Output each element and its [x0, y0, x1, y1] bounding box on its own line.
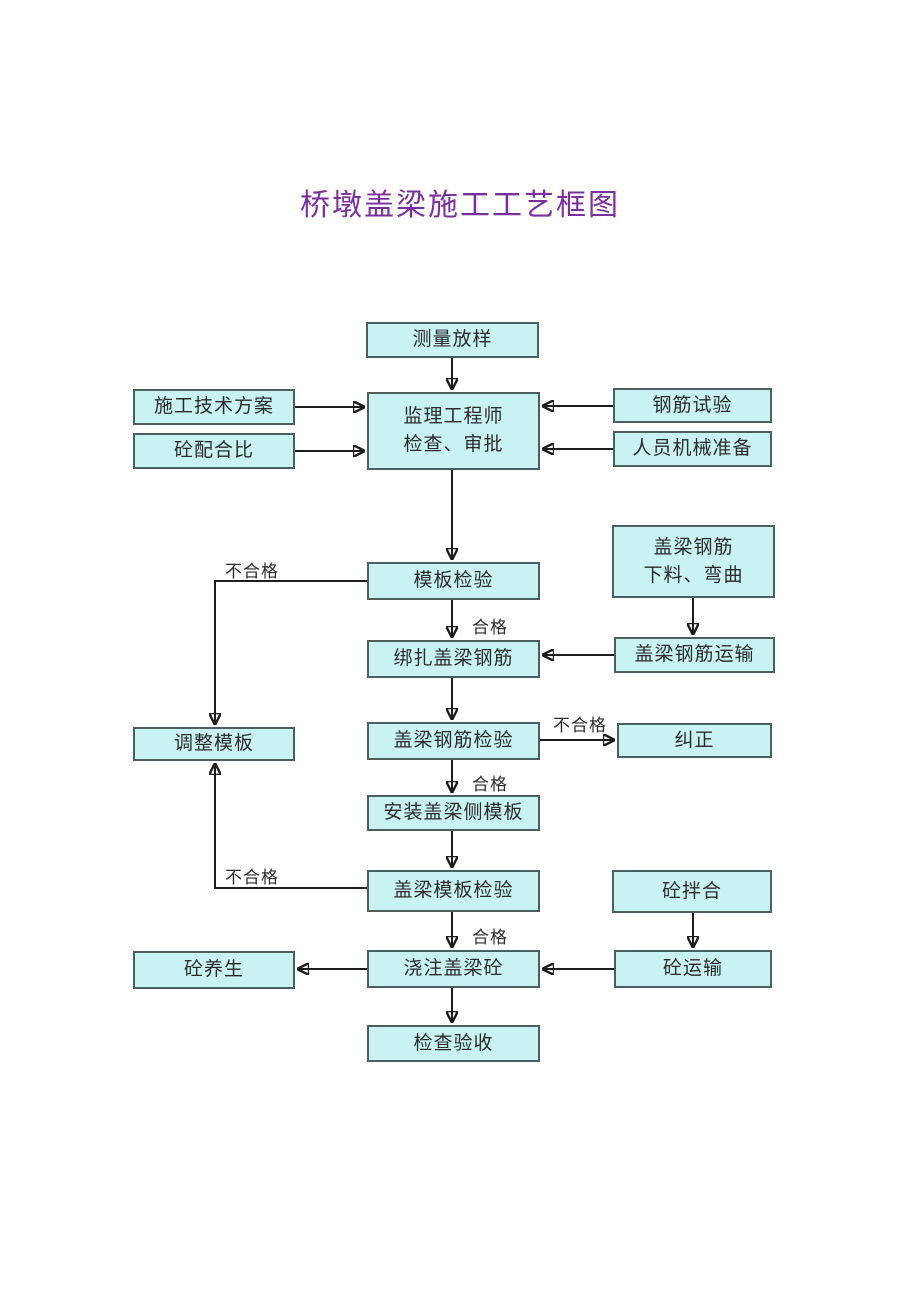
node-concrete-mix-ratio: 砼配合比: [133, 433, 295, 469]
node-construction-plan-label: 施工技术方案: [153, 396, 274, 418]
node-rebar-cutting-line2: 下料、弯曲: [643, 564, 744, 586]
node-construction-plan: 施工技术方案: [133, 389, 295, 425]
node-supervisor-review-line1: 监理工程师: [403, 406, 504, 428]
label-pass-rebar-inspection: 合格: [472, 775, 508, 794]
node-formwork-inspection: 模板检验: [367, 562, 540, 600]
label-fail-capbeam-formwork-inspection: 不合格: [225, 868, 279, 887]
node-supervisor-review: 监理工程师 检查、审批: [367, 392, 540, 470]
node-install-side-formwork-label: 安装盖梁侧模板: [383, 802, 524, 824]
node-pour-concrete: 浇注盖梁砼: [367, 950, 540, 988]
node-concrete-mixing-label: 砼拌合: [661, 880, 722, 902]
node-rebar-test: 钢筋试验: [613, 388, 772, 423]
node-concrete-transport-label: 砼运输: [662, 958, 723, 980]
node-personnel-machinery: 人员机械准备: [613, 431, 772, 467]
node-concrete-transport: 砼运输: [614, 950, 772, 988]
node-concrete-mix-ratio-label: 砼配合比: [173, 440, 254, 462]
node-rebar-inspection-label: 盖梁钢筋检验: [393, 730, 514, 752]
node-adjust-formwork: 调整模板: [133, 727, 295, 761]
node-final-inspection: 检查验收: [367, 1025, 540, 1062]
node-rebar-cutting-bending: 盖梁钢筋 下料、弯曲: [612, 525, 775, 598]
node-adjust-formwork-label: 调整模板: [173, 733, 254, 755]
node-tie-rebar-label: 绑扎盖梁钢筋: [393, 648, 514, 670]
node-rectify-label: 纠正: [674, 729, 715, 751]
node-survey-layout: 测量放样: [366, 322, 539, 358]
label-fail-formwork-inspection: 不合格: [225, 562, 279, 581]
node-rebar-transport: 盖梁钢筋运输: [614, 637, 775, 673]
node-final-inspection-label: 检查验收: [413, 1032, 494, 1054]
node-capbeam-formwork-inspection: 盖梁模板检验: [367, 870, 540, 912]
node-formwork-inspection-label: 模板检验: [413, 570, 494, 592]
node-tie-rebar: 绑扎盖梁钢筋: [367, 640, 540, 678]
node-personnel-machinery-label: 人员机械准备: [632, 438, 753, 460]
node-rebar-inspection: 盖梁钢筋检验: [367, 722, 540, 760]
node-rebar-cutting-line1: 盖梁钢筋: [653, 536, 734, 558]
node-rebar-test-label: 钢筋试验: [652, 394, 733, 416]
node-concrete-mixing: 砼拌合: [612, 870, 772, 913]
page-title: 桥墩盖梁施工工艺框图: [300, 189, 620, 222]
node-rectify: 纠正: [617, 723, 772, 758]
node-install-side-formwork: 安装盖梁侧模板: [367, 795, 540, 831]
label-pass-capbeam-formwork-inspection: 合格: [472, 928, 508, 947]
label-pass-formwork-inspection: 合格: [472, 618, 508, 637]
node-capbeam-formwork-inspection-label: 盖梁模板检验: [393, 880, 514, 902]
node-concrete-curing: 砼养生: [133, 951, 295, 989]
node-survey-layout-label: 测量放样: [412, 329, 493, 351]
node-rebar-transport-label: 盖梁钢筋运输: [634, 644, 755, 666]
label-fail-rebar-inspection: 不合格: [553, 716, 607, 735]
node-pour-concrete-label: 浇注盖梁砼: [403, 958, 504, 980]
node-concrete-curing-label: 砼养生: [183, 959, 244, 981]
node-supervisor-review-line2: 检查、审批: [403, 434, 504, 455]
arrow-formwork-inspection-fail-to-adjust: [215, 580, 367, 725]
